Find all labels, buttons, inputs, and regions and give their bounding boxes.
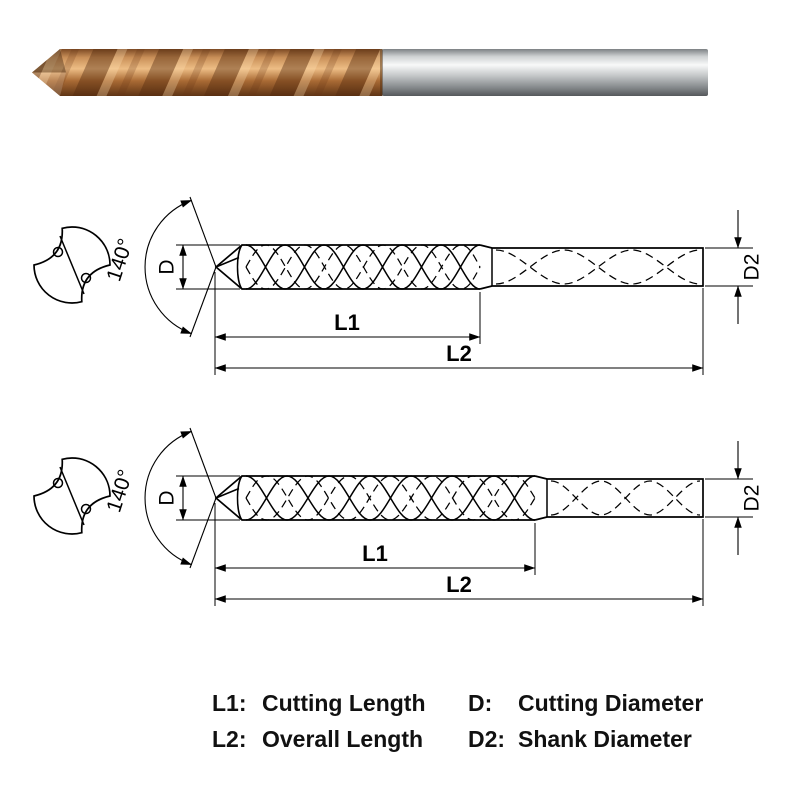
d2-label: D2 [741,254,764,281]
legend-item-l2: L2: Overall Length [212,726,468,753]
legend-key: L2: [212,726,247,752]
legend-key: D: [468,690,493,716]
legend-value: Shank Diameter [518,726,692,752]
legend-value: Cutting Diameter [518,690,704,716]
legend-item-d2: D2: Shank Diameter [468,726,703,753]
point-angle-label: 140° [102,467,137,515]
drill-photo [30,44,710,101]
legend-value: Cutting Length [262,690,426,716]
legend-key: L1: [212,690,247,716]
side-view [214,475,704,521]
l2-label: L2 [446,341,472,366]
side-view [214,244,704,290]
drill-tip [32,49,66,73]
l1-label: L1 [362,541,388,566]
coolant-hole [52,477,64,489]
coolant-hole [80,272,92,284]
flute-helix-lines [245,475,536,521]
legend-key: D2: [468,726,506,752]
d-label: D [156,490,179,505]
chisel-edge-line [59,466,85,526]
shank-section [380,49,708,96]
legend: L1: Cutting Length D: Cutting Diameter L2:… [212,690,703,753]
dimension-l1: L1 [214,503,536,606]
shank-hidden-lines [495,249,701,285]
technical-drawing-2: 140° D [33,427,764,606]
l2-label: L2 [446,572,472,597]
shank-hidden-lines [550,480,701,516]
l1-label: L1 [334,310,360,335]
d-label: D [156,259,179,274]
flute-helix-lines [245,244,481,290]
end-view [33,226,111,304]
technical-drawing-1: 140° D [33,196,764,375]
coolant-hole [80,503,92,515]
dimension-d2: D2 [705,441,764,555]
dimension-l1: L1 [214,272,481,375]
chisel-edge-line [59,235,85,295]
legend-value: Overall Length [262,726,424,752]
d2-label: D2 [741,485,764,512]
flute-section [32,49,382,96]
point-angle-label: 140° [102,236,137,284]
dimension-l2: L2 [214,519,704,606]
legend-item-l1: L1: Cutting Length [212,690,468,717]
dimension-d: D [156,475,240,521]
coolant-hole [52,246,64,258]
end-view [33,457,111,535]
legend-item-d: D: Cutting Diameter [468,690,703,717]
dimension-d: D [156,244,240,290]
dimension-l2: L2 [214,288,704,375]
dimension-d2: D2 [705,210,764,324]
drill-photo-svg [32,49,708,96]
